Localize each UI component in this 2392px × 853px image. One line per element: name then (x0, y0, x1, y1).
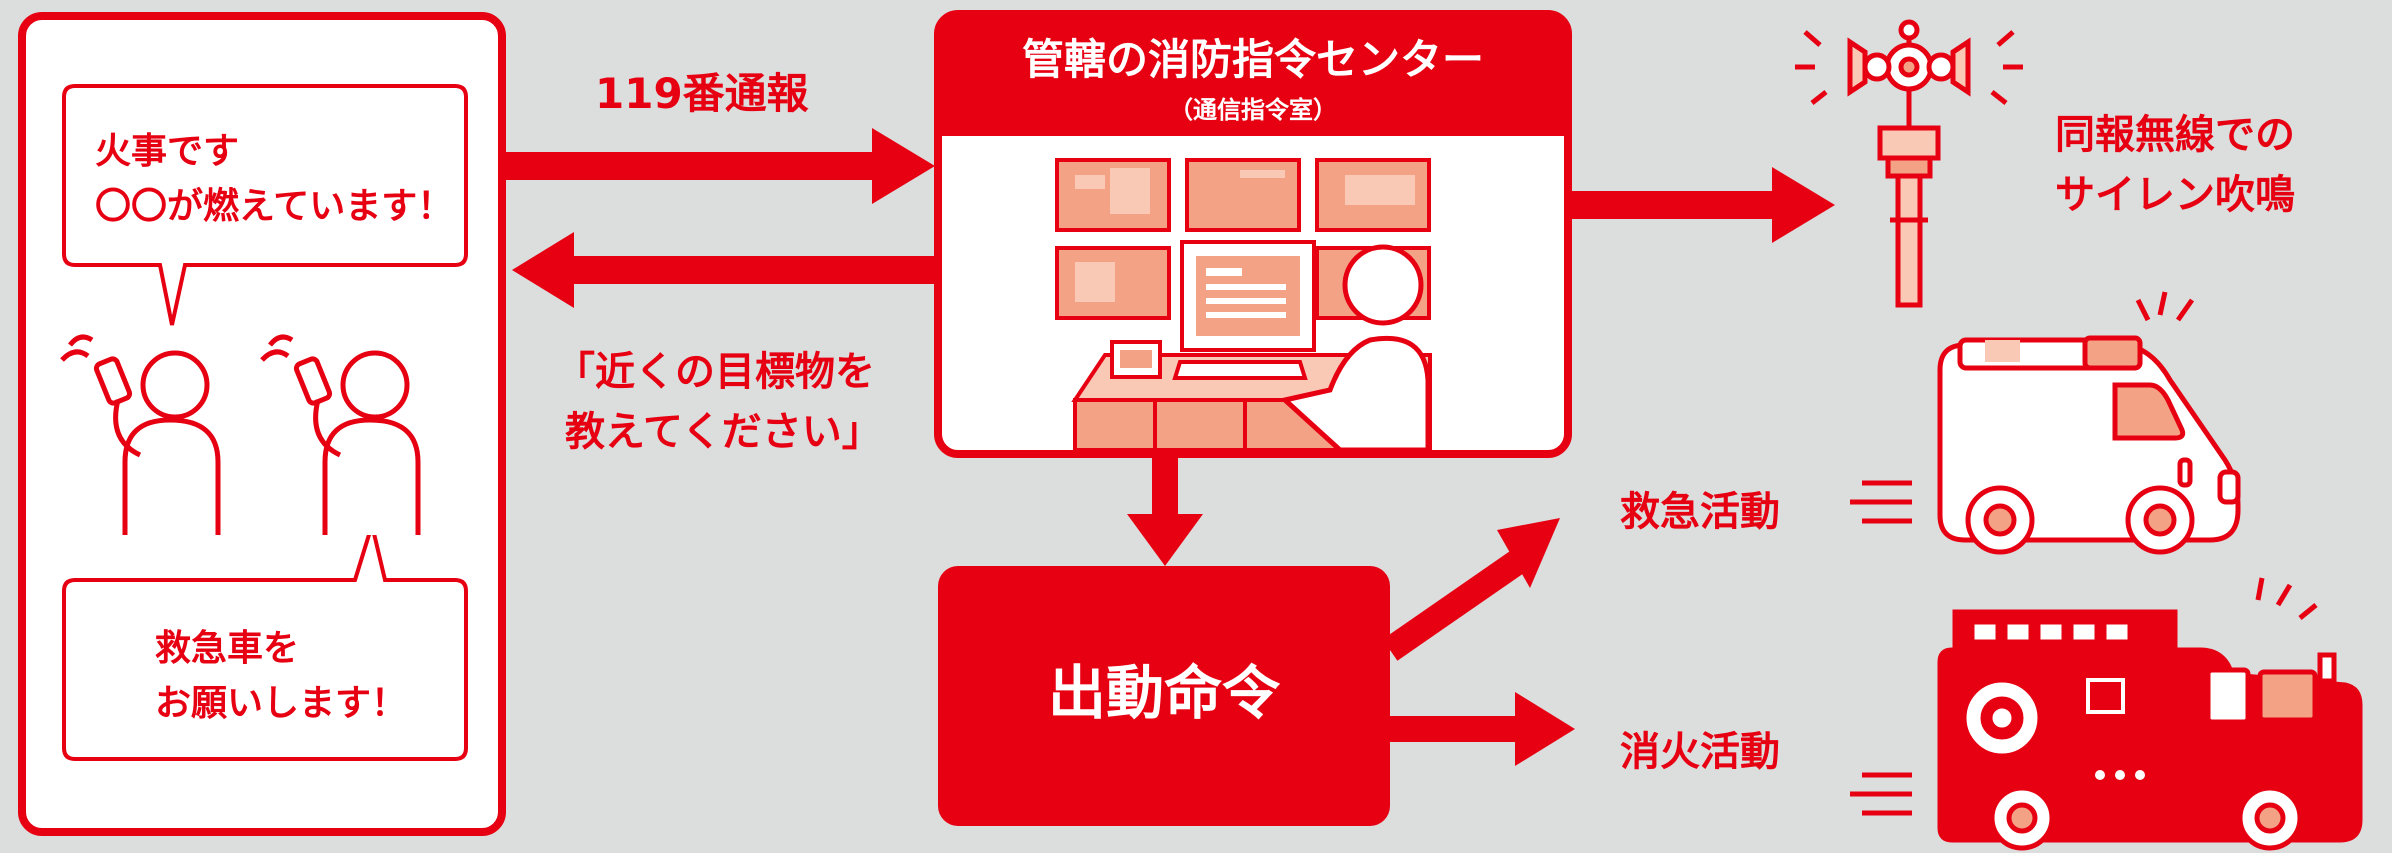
report-label: 119番通報 (595, 69, 809, 118)
speed-lines (1850, 480, 1912, 816)
report-arrow (506, 128, 935, 204)
speech-bubble-ambulance: 救急車を お願いします！ (62, 517, 468, 761)
operator-icon (1279, 244, 1431, 453)
caller-panel: 火事です 〇〇が燃えています！ 救急車を お願いします！ (18, 12, 506, 836)
firefighting-label: 消火活動 (1620, 729, 1780, 775)
bubble-ambulance-line1: 救急車を (155, 628, 299, 669)
center-title: 管轄の消防指令センター (1022, 35, 1484, 84)
siren-line2: サイレン吹鳴 (2055, 172, 2295, 218)
ambulance-label: 救急活動 (1620, 489, 1780, 535)
fire-truck-icon (1937, 577, 2363, 851)
request-line1: 「近くの目標物を (555, 349, 875, 395)
ambulance-arrow (1382, 518, 1560, 661)
siren-arrow (1568, 167, 1835, 243)
bubble-fire-line1: 火事です (95, 131, 239, 172)
center-subtitle: （通信指令室） (1169, 96, 1337, 124)
dispatch-order-box: 出動命令 (938, 566, 1390, 826)
siren-line1: 同報無線での (2055, 112, 2295, 158)
person-caller-icon (60, 334, 221, 535)
firefighting-arrow (1390, 692, 1575, 766)
phone-icon (293, 356, 333, 406)
dispatch-label: 出動命令 (1048, 659, 1281, 727)
bubble-fire-line2: 〇〇が燃えています！ (95, 186, 453, 227)
dispatch-arrow (1127, 454, 1203, 566)
ambulance-icon (1937, 291, 2241, 555)
phone-icon (93, 356, 133, 406)
person-caller-icon (260, 334, 421, 535)
request-arrow (512, 232, 940, 308)
speech-bubble-fire: 火事です 〇〇が燃えています！ (62, 84, 468, 326)
bubble-ambulance-line2: お願いします！ (155, 683, 407, 724)
command-center-panel: 管轄の消防指令センター （通信指令室） (934, 10, 1572, 458)
siren-tower-icon (1795, 19, 2023, 308)
request-line2: 教えてください」 (565, 409, 882, 455)
computer-monitor-icon (1180, 240, 1316, 352)
